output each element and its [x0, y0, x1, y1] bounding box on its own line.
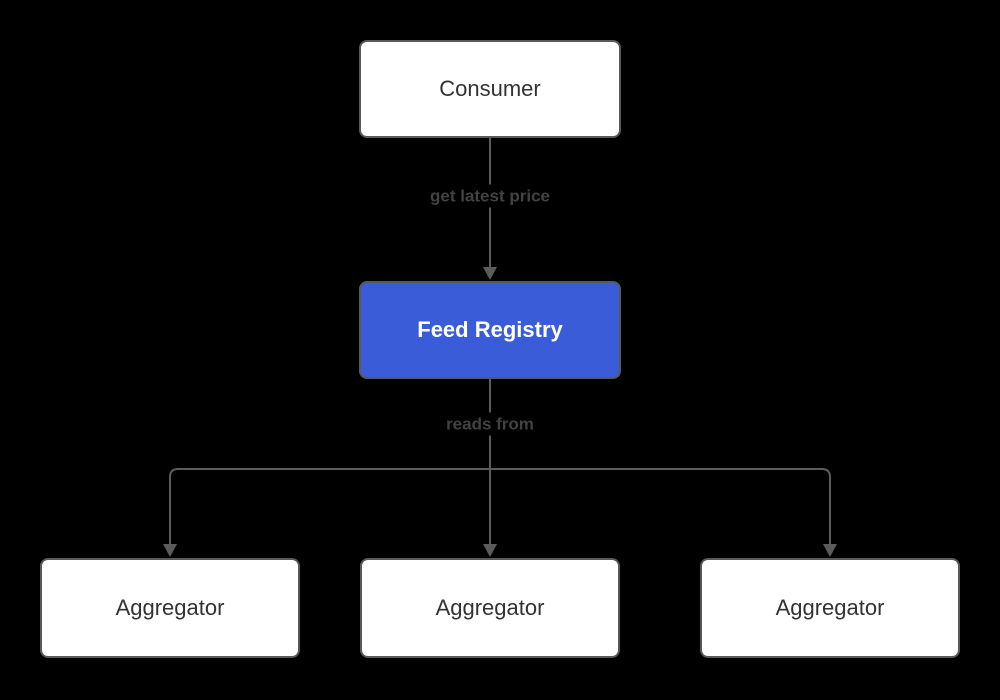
edge-feed-registry-to-aggregator-2 [483, 379, 497, 557]
edge-line [490, 468, 831, 545]
edge-arrowhead [483, 544, 497, 557]
edge-line [169, 468, 490, 545]
node-aggregator-3-label: Aggregator [775, 595, 885, 620]
edge-label-reads-from: reads from [439, 412, 541, 436]
node-feed-registry-label: Feed Registry [417, 317, 563, 342]
node-consumer: Consumer [359, 40, 621, 138]
node-aggregator-1-label: Aggregator [115, 595, 225, 620]
node-aggregator-3: Aggregator [700, 558, 960, 658]
edge-feed-registry-to-aggregator-3 [490, 468, 837, 557]
edge-arrowhead [163, 544, 177, 557]
edge-arrowhead [823, 544, 837, 557]
node-consumer-label: Consumer [439, 76, 541, 101]
edge-arrowhead [483, 267, 497, 280]
edge-consumer-to-feed-registry [483, 138, 497, 280]
node-feed-registry: Feed Registry [359, 281, 621, 379]
edge-feed-registry-to-aggregator-1 [163, 468, 490, 557]
node-aggregator-2: Aggregator [360, 558, 620, 658]
node-aggregator-1: Aggregator [40, 558, 300, 658]
edge-label-get-latest-price: get latest price [423, 184, 557, 208]
node-aggregator-2-label: Aggregator [435, 595, 545, 620]
